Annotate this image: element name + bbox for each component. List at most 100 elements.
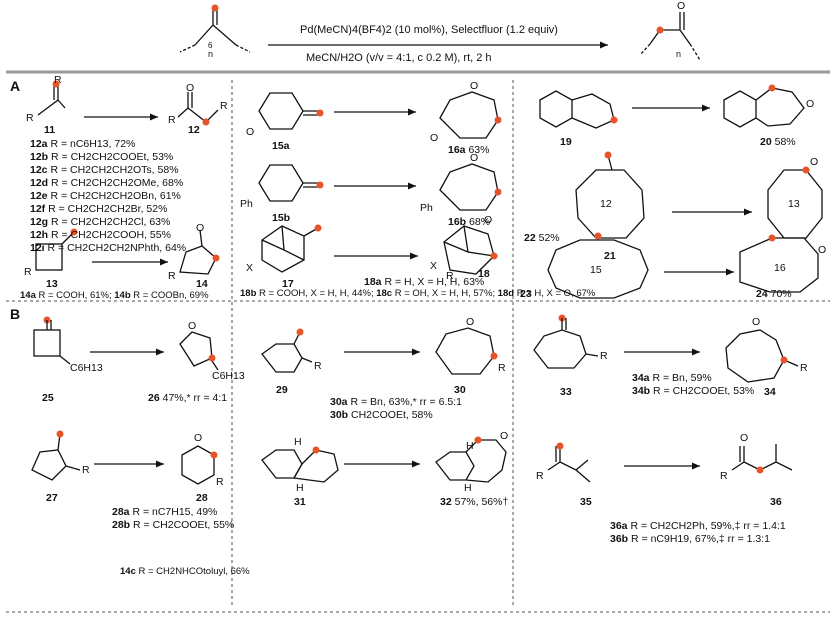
- x-18: X: [430, 260, 438, 272]
- conditions-top: Pd(MeCN)4(BF4)2 (10 mol%), Selectfluor (…: [300, 24, 558, 36]
- cycloheptanone-33: [533, 329, 587, 369]
- cyclooctanone-34: [725, 329, 785, 383]
- dot-20: [768, 84, 776, 92]
- macrocycle-21: [575, 169, 645, 239]
- label-20: 20: [760, 136, 772, 148]
- adamantane-17: [261, 225, 319, 273]
- dot-14: [212, 254, 220, 262]
- dot-32: [474, 436, 482, 444]
- ketone-12-bonds: [177, 92, 219, 123]
- label-34: 34: [764, 386, 776, 398]
- label-29: 29: [276, 384, 288, 396]
- cycloheptanone-16b: [439, 163, 499, 211]
- dot-12: [202, 118, 210, 126]
- r-36: R: [720, 470, 728, 482]
- dot-30: [490, 352, 498, 360]
- list-18-inline: 18b R = COOH, X = H, H, 44%; 18c R = OH,…: [240, 288, 596, 299]
- label-13: 13: [46, 278, 58, 290]
- macrocycle-24: [739, 237, 819, 293]
- o-15a: O: [246, 126, 255, 138]
- dot-31: [312, 446, 320, 454]
- x-17: X: [246, 262, 254, 274]
- label-16a: 16a: [448, 144, 466, 156]
- label-27: 27: [46, 492, 58, 504]
- cyclohexanone-29: [261, 343, 303, 373]
- header-product-dashes: [639, 43, 701, 61]
- header-product-bonds: [649, 12, 691, 45]
- sub-33: [585, 353, 599, 357]
- h-31-bottom: H: [296, 482, 304, 494]
- dot-19: [610, 116, 618, 124]
- list-14c: 14c R = CH2NHCOtoluyl, 66%: [120, 566, 250, 577]
- label-25: 25: [42, 392, 54, 404]
- yield-20: 58%: [774, 136, 796, 148]
- ph-15b: Ph: [240, 198, 253, 210]
- exo-33: [561, 318, 567, 330]
- cyclohexane-15b: [258, 164, 304, 202]
- azahomoadamantane-18: [443, 225, 495, 275]
- dot-24: [768, 234, 776, 242]
- conditions-bottom: MeCN/H2O (v/v = 4:1, c 0.2 M), rt, 2 h: [306, 52, 492, 64]
- cyclopentanone-14: [179, 229, 217, 275]
- list-14-inline: 14a R = COOH, 61%; 14b R = COOBn, 69%: [20, 290, 209, 301]
- alkene-11-bonds: [37, 84, 59, 116]
- dot-22: [802, 166, 810, 174]
- o-36: O: [740, 432, 749, 444]
- r-13: R: [24, 266, 32, 278]
- cyclohexanone-28: [181, 445, 215, 485]
- dot-28: [210, 451, 218, 459]
- label-17: 17: [282, 278, 294, 290]
- o-16a-ring: O: [430, 132, 439, 144]
- ring-size-21: 12: [600, 198, 612, 210]
- r-28: R: [216, 476, 224, 488]
- substituents-29: [293, 331, 313, 363]
- dot-15a: [316, 109, 324, 117]
- ph-16b: Ph: [420, 202, 433, 214]
- label-16b: 16b: [448, 216, 467, 228]
- yield-22-line: 22 52%: [524, 232, 560, 244]
- header-reactant-bonds: [194, 8, 237, 46]
- label-15a: 15a: [272, 140, 290, 152]
- r-11-top: R: [54, 74, 62, 86]
- label-30: 30: [454, 384, 466, 396]
- section-a-label: A: [10, 78, 21, 94]
- label-11: 11: [44, 124, 56, 136]
- dot-15b: [316, 181, 324, 189]
- r-29: R: [314, 360, 322, 372]
- cyclopentanone-26: [179, 331, 219, 371]
- c6h13-25: C6H13: [70, 362, 103, 374]
- cyclopentanone-27: [31, 433, 81, 481]
- o-16b: O: [470, 152, 479, 164]
- decalin-31-right: [292, 449, 339, 483]
- yield-16a: 63%: [468, 144, 490, 156]
- label-12: 12: [188, 124, 200, 136]
- h-32-bottom: H: [464, 482, 472, 494]
- ring-size-right: n: [676, 49, 682, 59]
- ring-sub-left: 6: [208, 41, 213, 50]
- ring-size-24: 16: [774, 262, 786, 274]
- dot-header-reactant: [211, 4, 219, 12]
- header-reactant-dashes: [179, 44, 251, 53]
- r-18: R: [446, 270, 454, 282]
- label-28: 28: [196, 492, 208, 504]
- h-31-top: H: [294, 436, 302, 448]
- dot-header-product: [656, 26, 664, 34]
- o-32: O: [500, 430, 509, 442]
- cyclobutane-13: [35, 243, 63, 271]
- ketone-35-bonds: [547, 446, 591, 483]
- cyclohexane-15a: [258, 92, 304, 130]
- ring-size-left: n: [208, 49, 214, 59]
- label-33: 33: [560, 386, 572, 398]
- r-34: R: [800, 362, 808, 374]
- cyclobutanone-25: [33, 329, 61, 357]
- macrocycle-22: [767, 169, 823, 239]
- benzene-20: [723, 90, 757, 128]
- r-12-right: R: [220, 100, 228, 112]
- o-28: O: [194, 432, 203, 444]
- dot-27: [56, 430, 64, 438]
- label-19: 19: [560, 136, 572, 148]
- label-14: 14: [196, 278, 208, 290]
- h-32-top: H: [466, 440, 474, 452]
- dot-34: [780, 356, 788, 364]
